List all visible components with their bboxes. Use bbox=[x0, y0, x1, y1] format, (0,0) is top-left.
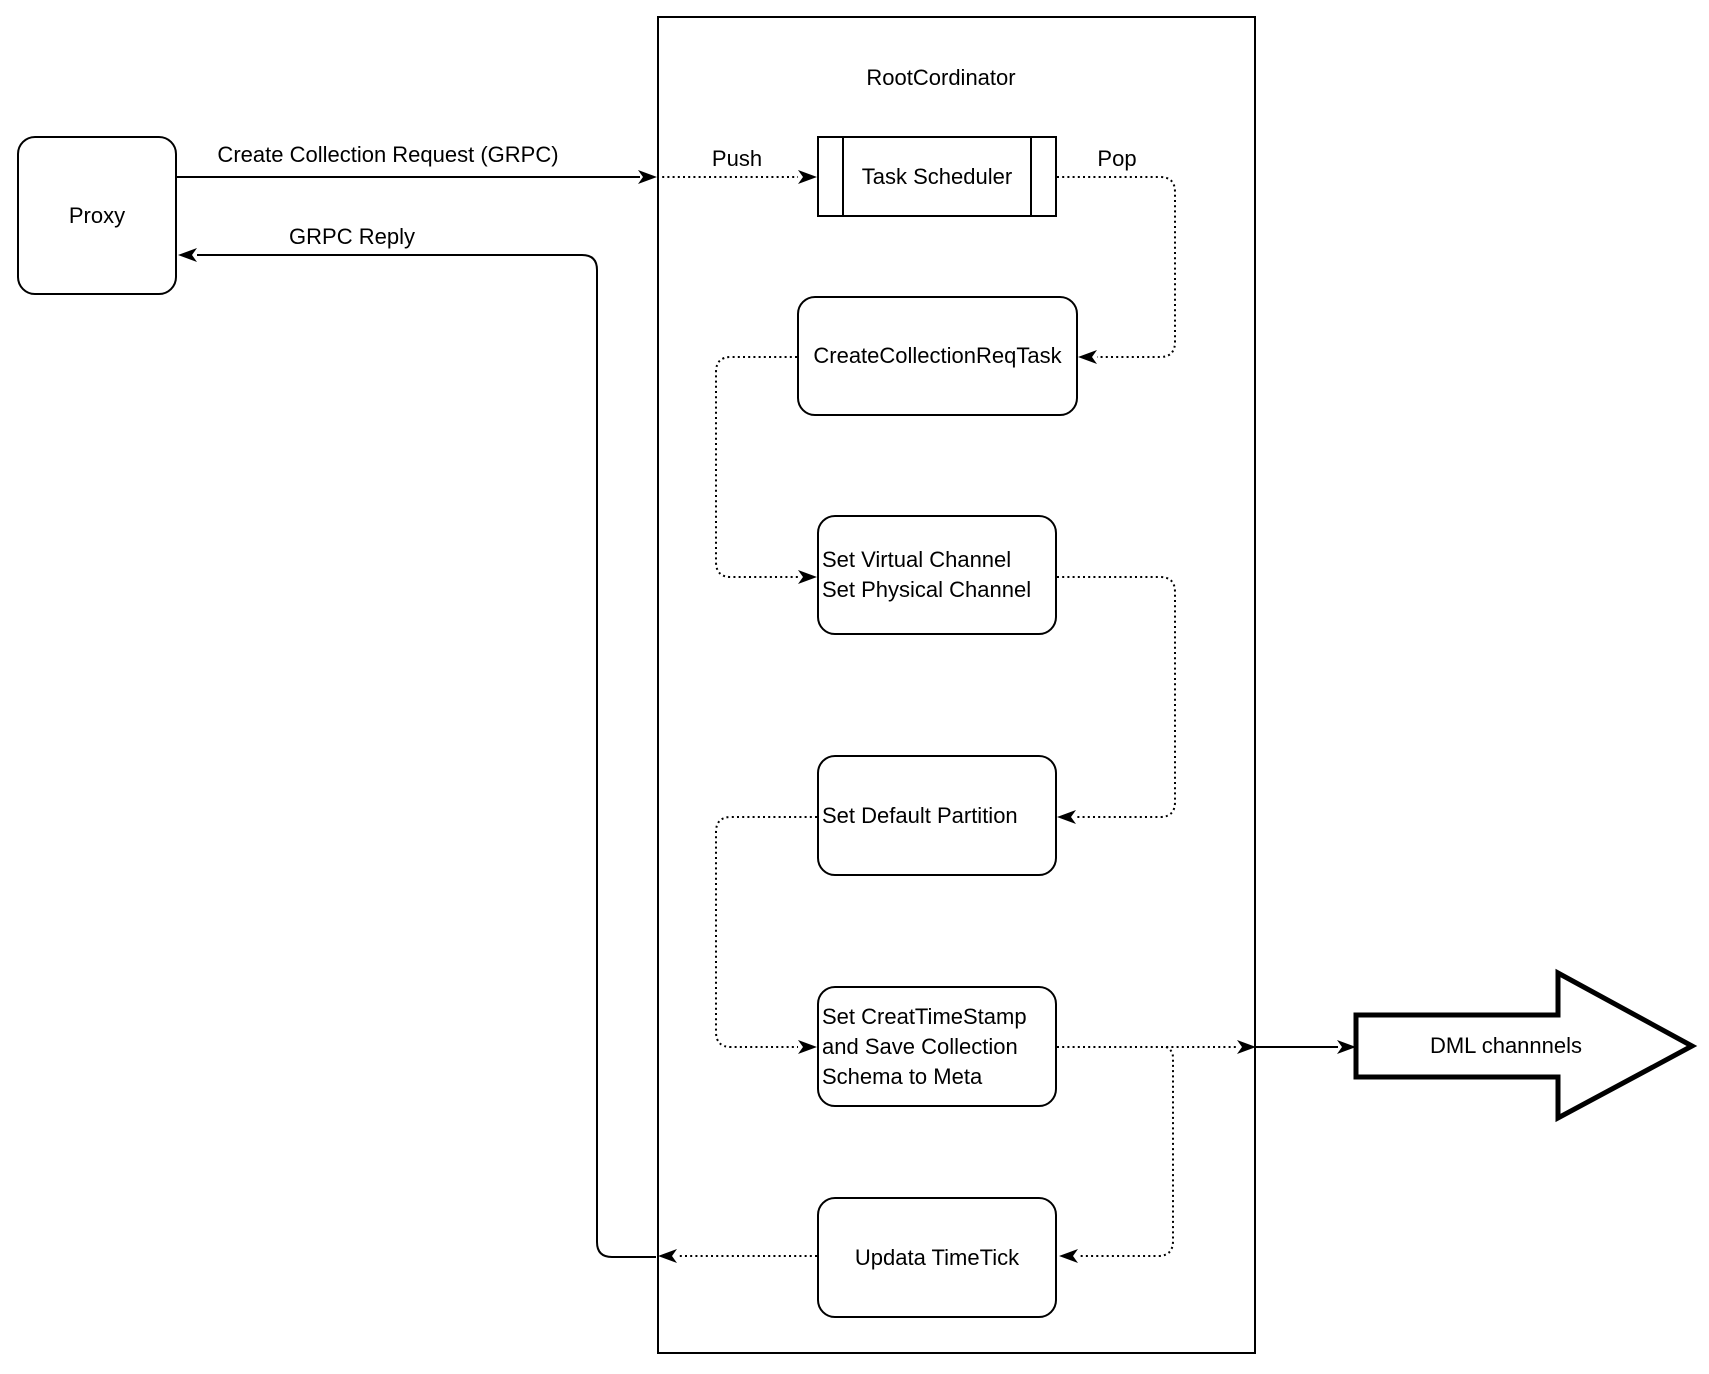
edge-label-create-collection-request: Create Collection Request (GRPC) bbox=[213, 142, 563, 168]
create-collection-req-task-node: CreateCollectionReqTask bbox=[797, 296, 1078, 416]
edge-defaultpartition-to-timestamp bbox=[715, 816, 817, 1054]
edge-grpc-reply bbox=[178, 248, 656, 1258]
updata-timetick-label: Updata TimeTick bbox=[854, 1244, 1020, 1270]
task-scheduler-right-bar bbox=[1030, 138, 1032, 215]
edge-timetick-to-border bbox=[658, 1249, 817, 1263]
edge-timestamp-to-timetick bbox=[1059, 1046, 1174, 1263]
root-coordinator-container bbox=[657, 16, 1256, 1354]
set-creat-timestamp-line3: Schema to Meta bbox=[822, 1063, 983, 1089]
edge-label-grpc-reply: GRPC Reply bbox=[285, 224, 419, 250]
edge-reqtask-to-setchannel bbox=[715, 356, 817, 584]
set-channel-node: Set Virtual Channel Set Physical Channel bbox=[817, 515, 1057, 635]
edge-label-push: Push bbox=[707, 146, 767, 172]
set-channel-line2: Set Physical Channel bbox=[822, 577, 1032, 602]
set-creat-timestamp-line2: and Save Collection bbox=[822, 1033, 1018, 1059]
edge-push bbox=[657, 170, 817, 184]
edge-create-collection-request bbox=[177, 170, 657, 184]
root-coordinator-title: RootCordinator bbox=[866, 65, 1016, 90]
proxy-node: Proxy bbox=[17, 136, 177, 295]
set-creat-timestamp-line1: Set CreatTimeStamp bbox=[822, 1003, 1027, 1029]
set-default-partition-node: Set Default Partition bbox=[817, 755, 1057, 876]
dml-channels-arrow bbox=[1353, 968, 1698, 1123]
create-collection-req-task-label: CreateCollectionReqTask bbox=[813, 343, 1062, 368]
edge-setchannel-to-defaultpartition bbox=[1057, 576, 1176, 824]
edge-timestamp-to-border bbox=[1057, 1040, 1256, 1054]
set-channel-line1: Set Virtual Channel bbox=[822, 547, 1012, 572]
edge-pop bbox=[1057, 176, 1176, 364]
edge-to-dml-channels bbox=[1256, 1040, 1356, 1054]
updata-timetick-node: Updata TimeTick bbox=[817, 1197, 1057, 1318]
edge-label-pop: Pop bbox=[1093, 146, 1141, 172]
task-scheduler-left-bar bbox=[842, 138, 844, 215]
task-scheduler-node: Task Scheduler bbox=[817, 136, 1057, 217]
dml-channels-label: DML channnels bbox=[1429, 1033, 1583, 1058]
task-scheduler-label: Task Scheduler bbox=[861, 163, 1013, 189]
proxy-label: Proxy bbox=[68, 202, 126, 228]
set-default-partition-label: Set Default Partition bbox=[822, 802, 1018, 828]
set-creat-timestamp-node: Set CreatTimeStamp and Save Collection S… bbox=[817, 986, 1057, 1107]
